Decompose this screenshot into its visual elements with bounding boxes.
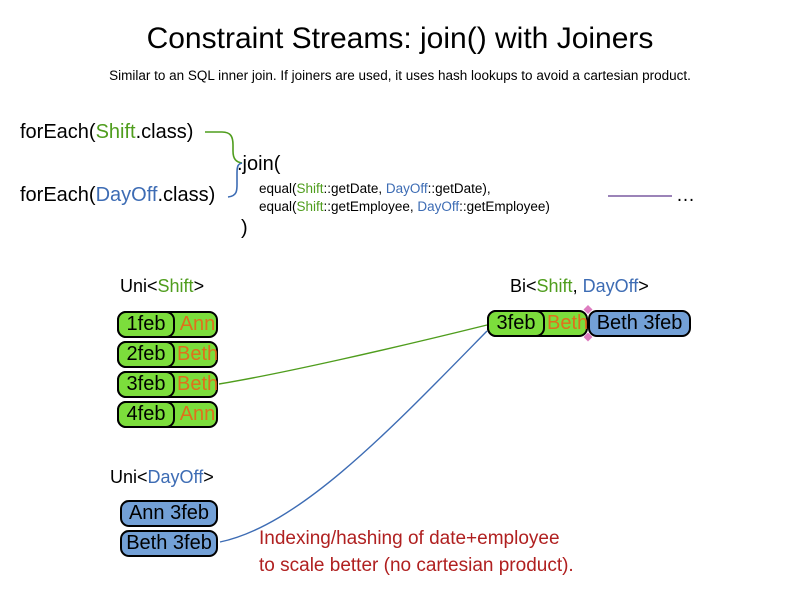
shift-to-bi-connector xyxy=(218,324,488,385)
code-joiner-employee: equal(Shift::getEmployee, DayOff::getEmp… xyxy=(259,199,550,214)
dayoff-to-bi-connector xyxy=(219,330,488,543)
label-text: > xyxy=(203,467,214,487)
shift-class-token: Shift xyxy=(536,276,573,296)
shift-class-token: Shift xyxy=(157,276,194,296)
code-foreach-shift: forEach(Shift.class) xyxy=(20,121,193,144)
label-text: Bi< xyxy=(510,276,537,296)
uni-shift-label: Uni<Shift> xyxy=(120,276,204,297)
label-text: Uni< xyxy=(120,276,158,296)
bi-dayoff-part: Beth 3feb xyxy=(588,310,691,337)
dayoff-row: Beth 3feb xyxy=(120,530,218,557)
code-text: equal( xyxy=(259,199,297,214)
indexing-note-line2: to scale better (no cartesian product). xyxy=(259,555,574,576)
code-text: equal( xyxy=(259,181,297,196)
code-text: forEach( xyxy=(20,184,96,206)
more-joiners-ellipsis: … xyxy=(676,185,695,206)
code-text: ::getEmployee) xyxy=(459,199,550,214)
shift-class-token: Shift xyxy=(296,181,324,196)
indexing-note-line1: Indexing/hashing of date+employee xyxy=(259,528,560,549)
shift-class-token: Shift xyxy=(296,199,324,214)
shift-date-chip: 2feb xyxy=(117,341,175,368)
shift-date-chip: 1feb xyxy=(117,311,175,338)
label-text: > xyxy=(193,276,205,296)
dayoff-class-token: DayOff xyxy=(417,199,460,214)
code-text: ::getEmployee, xyxy=(323,199,418,214)
shift-employee: Beth xyxy=(177,373,219,395)
code-text: .class) xyxy=(135,121,194,143)
dayoff-row: Ann 3feb xyxy=(120,500,218,527)
shift-employee: Beth xyxy=(177,343,219,365)
uni-dayoff-label: Uni<DayOff> xyxy=(110,467,214,488)
shift-class-token: Shift xyxy=(95,121,136,143)
label-text: , xyxy=(572,276,583,296)
code-text: ::getDate, xyxy=(323,181,386,196)
dayoff-class-token: DayOff xyxy=(147,467,204,487)
code-join-close: ) xyxy=(241,217,248,239)
shift-date-chip: 4feb xyxy=(117,401,175,428)
shift-employee: Ann xyxy=(179,403,216,425)
code-joiner-date: equal(Shift::getDate, DayOff::getDate), xyxy=(259,181,491,196)
brace-shift-connector xyxy=(205,131,243,164)
label-text: Uni< xyxy=(110,467,148,487)
dayoff-class-token: DayOff xyxy=(582,276,639,296)
shift-date-chip: 3feb xyxy=(117,371,175,398)
bi-shift-part: 3feb Beth xyxy=(487,310,588,337)
code-text: ::getDate), xyxy=(427,181,491,196)
shift-row: 3feb Beth xyxy=(117,371,218,398)
shift-employee: Ann xyxy=(179,313,216,335)
shift-employee: Beth xyxy=(547,312,589,334)
dayoff-class-token: DayOff xyxy=(385,181,428,196)
shift-date-chip: 3feb xyxy=(487,310,545,337)
brace-dayoff-connector xyxy=(227,162,243,198)
bi-label: Bi<Shift, DayOff> xyxy=(510,276,649,297)
shift-row: 2feb Beth xyxy=(117,341,218,368)
code-join-open: .join( xyxy=(237,153,281,175)
code-text: forEach( xyxy=(20,121,96,143)
shift-row: 4feb Ann xyxy=(117,401,218,428)
label-text: > xyxy=(638,276,649,296)
shift-row: 1feb Ann xyxy=(117,311,218,338)
code-text: .class) xyxy=(157,184,216,206)
page-subtitle: Similar to an SQL inner join. If joiners… xyxy=(109,68,691,83)
code-foreach-dayoff: forEach(DayOff.class) xyxy=(20,184,215,207)
page-title: Constraint Streams: join() with Joiners xyxy=(146,22,654,55)
dayoff-class-token: DayOff xyxy=(95,184,158,206)
